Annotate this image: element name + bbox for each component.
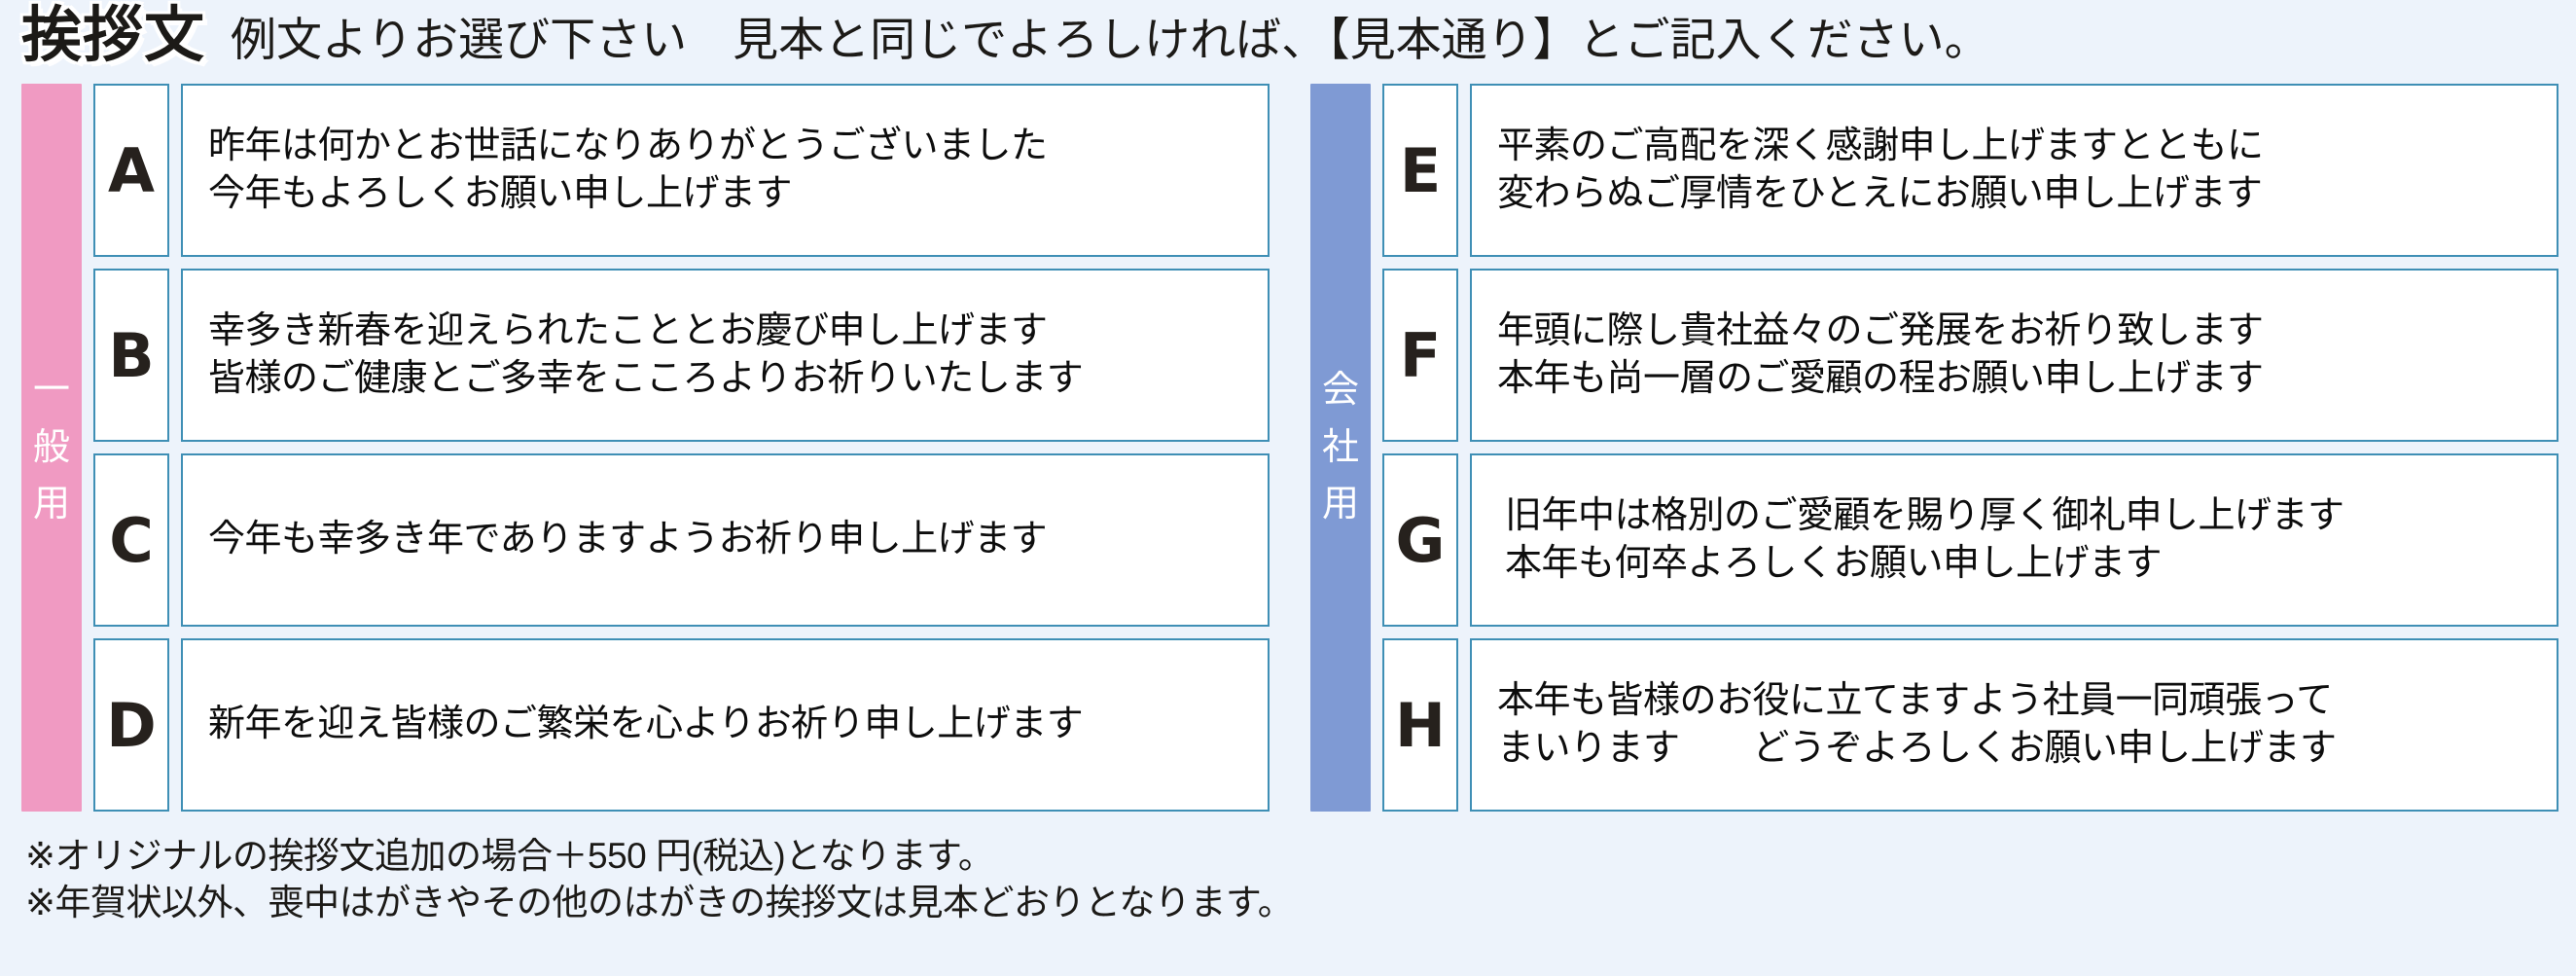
greeting-rows-company: E 平素のご高配を深く感謝申し上げますとともに 変わらぬご厚情をひとえにお願い申… bbox=[1382, 84, 2558, 812]
greeting-key-g[interactable]: G bbox=[1382, 453, 1458, 627]
greeting-key-f[interactable]: F bbox=[1382, 269, 1458, 442]
greeting-line: 今年もよろしくお願い申し上げます bbox=[208, 173, 793, 214]
column-company: 会 社 用 E 平素のご高配を深く感謝申し上げますとともに 変わらぬご厚情をひと… bbox=[1310, 84, 2558, 812]
category-char: 一 bbox=[32, 369, 70, 411]
greeting-row-b[interactable]: B 幸多き新春を迎えられたこととお慶び申し上げます 皆様のご健康とご多幸をこころ… bbox=[93, 269, 1270, 442]
greeting-text-c[interactable]: 今年も幸多き年でありますようお祈り申し上げます bbox=[181, 453, 1270, 627]
greeting-line: 変わらぬご厚情をひとえにお願い申し上げます bbox=[1497, 173, 2263, 214]
greeting-line: 皆様のご健康とご多幸をこころよりお祈りいたします bbox=[208, 358, 1084, 399]
greeting-row-a[interactable]: A 昨年は何かとお世話になりありがとうございました 今年もよろしくお願い申し上げ… bbox=[93, 84, 1270, 257]
footnote-other-cards: ※年賀状以外、喪中はがきやその他のはがきの挨拶文は見本どおりとなります。 bbox=[25, 883, 1294, 923]
greeting-line: 本年も尚一層のご愛顧の程お願い申し上げます bbox=[1497, 358, 2264, 399]
footnote-price: ※オリジナルの挨拶文追加の場合＋550 円(税込)となります。 bbox=[25, 836, 994, 876]
greeting-row-d[interactable]: D 新年を迎え皆様のご繁栄を心よりお祈り申し上げます bbox=[93, 638, 1270, 812]
greeting-text-h[interactable]: 本年も皆様のお役に立てますよう社員一同頑張って まいります どうぞよろしくお願い… bbox=[1470, 638, 2558, 812]
greeting-text-b[interactable]: 幸多き新春を迎えられたこととお慶び申し上げます 皆様のご健康とご多幸をこころより… bbox=[181, 269, 1270, 442]
greeting-line: 新年を迎え皆様のご繁栄を心よりお祈り申し上げます bbox=[208, 704, 1084, 745]
greeting-line: 今年も幸多き年でありますようお祈り申し上げます bbox=[208, 519, 1048, 560]
greeting-key-h[interactable]: H bbox=[1382, 638, 1458, 812]
greeting-line: 昨年は何かとお世話になりありがとうございました bbox=[208, 125, 1048, 166]
greeting-line: 本年も皆様のお役に立てますよう社員一同頑張って bbox=[1497, 679, 2333, 721]
greeting-text-g[interactable]: 旧年中は格別のご愛顧を賜り厚く御礼申し上げます 本年も何卒よろしくお願い申し上げ… bbox=[1470, 453, 2558, 627]
column-general: 一 般 用 A 昨年は何かとお世話になりありがとうございました 今年もよろしくお… bbox=[21, 84, 1270, 812]
category-band-general: 一 般 用 bbox=[21, 84, 82, 812]
greeting-row-h[interactable]: H 本年も皆様のお役に立てますよう社員一同頑張って まいります どうぞよろしくお… bbox=[1382, 638, 2558, 812]
greeting-line: 本年も何卒よろしくお願い申し上げます bbox=[1505, 543, 2163, 584]
greeting-text-d[interactable]: 新年を迎え皆様のご繁栄を心よりお祈り申し上げます bbox=[181, 638, 1270, 812]
greeting-row-f[interactable]: F 年頭に際し貴社益々のご発展をお祈り致します 本年も尚一層のご愛顧の程お願い申… bbox=[1382, 269, 2558, 442]
category-char: 般 bbox=[32, 426, 70, 468]
greeting-row-e[interactable]: E 平素のご高配を深く感謝申し上げますとともに 変わらぬご厚情をひとえにお願い申… bbox=[1382, 84, 2558, 257]
category-band-company: 会 社 用 bbox=[1310, 84, 1371, 812]
footnotes: ※オリジナルの挨拶文追加の場合＋550 円(税込)となります。 ※年賀状以外、喪… bbox=[0, 812, 2576, 926]
page-title: 挨拶文 bbox=[21, 2, 206, 69]
greeting-key-e[interactable]: E bbox=[1382, 84, 1458, 257]
page-subtitle: 例文よりお選び下さい 見本と同じでよろしければ、【見本通り】とご記入ください。 bbox=[231, 14, 1990, 65]
greeting-key-c[interactable]: C bbox=[93, 453, 169, 627]
greeting-columns: 一 般 用 A 昨年は何かとお世話になりありがとうございました 今年もよろしくお… bbox=[0, 84, 2576, 812]
greeting-line: 幸多き新春を迎えられたこととお慶び申し上げます bbox=[208, 309, 1048, 351]
page-header: 挨拶文 例文よりお選び下さい 見本と同じでよろしければ、【見本通り】とご記入くだ… bbox=[0, 0, 2576, 84]
category-char: 用 bbox=[1321, 484, 1359, 525]
greeting-row-c[interactable]: C 今年も幸多き年でありますようお祈り申し上げます bbox=[93, 453, 1270, 627]
greeting-text-f[interactable]: 年頭に際し貴社益々のご発展をお祈り致します 本年も尚一層のご愛顧の程お願い申し上… bbox=[1470, 269, 2558, 442]
greeting-line: 旧年中は格別のご愛顧を賜り厚く御礼申し上げます bbox=[1505, 494, 2344, 536]
greeting-key-d[interactable]: D bbox=[93, 638, 169, 812]
category-char: 会 bbox=[1321, 369, 1359, 411]
category-char: 用 bbox=[32, 484, 70, 525]
greeting-key-b[interactable]: B bbox=[93, 269, 169, 442]
greeting-line: 年頭に際し貴社益々のご発展をお祈り致します bbox=[1497, 309, 2264, 351]
category-char: 社 bbox=[1321, 426, 1359, 468]
greeting-rows-general: A 昨年は何かとお世話になりありがとうございました 今年もよろしくお願い申し上げ… bbox=[93, 84, 1270, 812]
greeting-row-g[interactable]: G 旧年中は格別のご愛顧を賜り厚く御礼申し上げます 本年も何卒よろしくお願い申し… bbox=[1382, 453, 2558, 627]
greeting-text-a[interactable]: 昨年は何かとお世話になりありがとうございました 今年もよろしくお願い申し上げます bbox=[181, 84, 1270, 257]
greeting-key-a[interactable]: A bbox=[93, 84, 169, 257]
greeting-line: まいります どうぞよろしくお願い申し上げます bbox=[1497, 728, 2337, 769]
greeting-line: 平素のご高配を深く感謝申し上げますとともに bbox=[1497, 125, 2264, 166]
greeting-text-e[interactable]: 平素のご高配を深く感謝申し上げますとともに 変わらぬご厚情をひとえにお願い申し上… bbox=[1470, 84, 2558, 257]
